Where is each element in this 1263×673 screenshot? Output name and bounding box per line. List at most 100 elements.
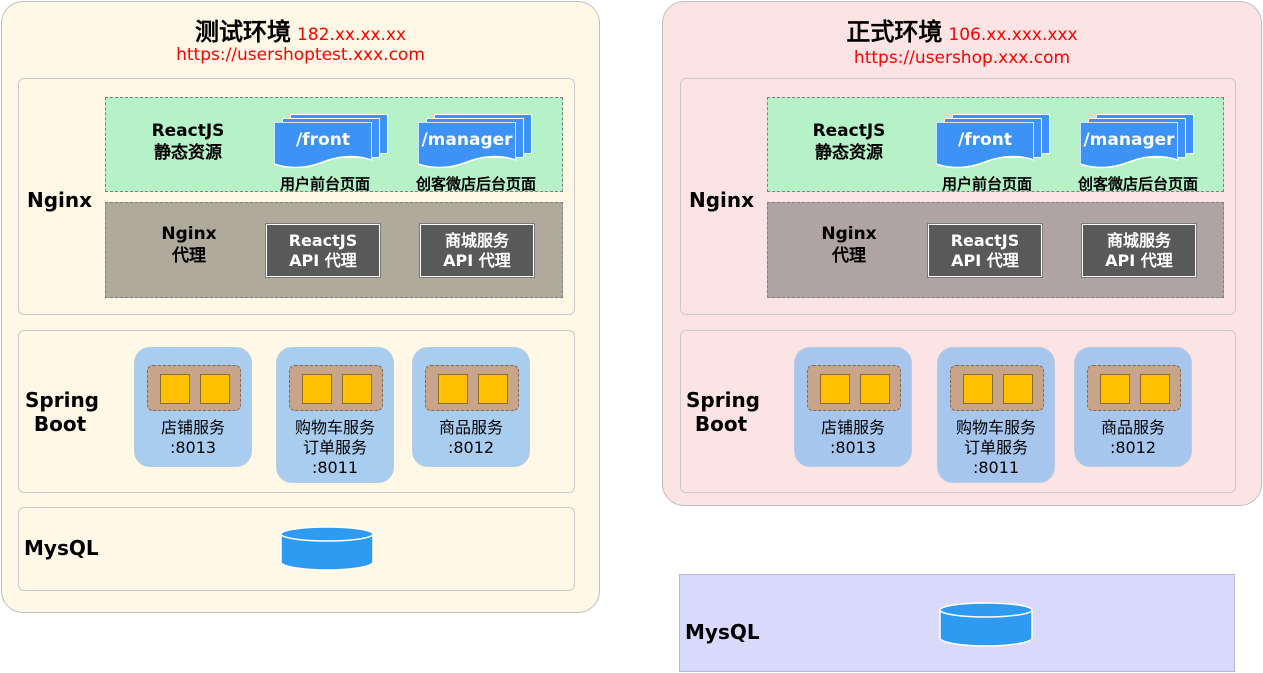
module-chip-icon: [342, 374, 372, 404]
test-service-goods-line2: :8012: [447, 438, 495, 457]
prod-static-label-line2: 静态资源: [815, 143, 883, 163]
prod-env-ip: 106.xx.xxx.xxx: [948, 25, 1078, 45]
test-api-reactjs-line1: ReactJS: [288, 231, 358, 250]
prod-doc-manager: /manager: [1080, 114, 1196, 169]
database-cylinder-icon: [280, 526, 374, 576]
prod-service-cart-modules: [950, 365, 1044, 411]
test-service-cart-line1: 购物车服务: [294, 418, 375, 437]
test-spring-layer: Spring Boot 店铺服务 :8013 购物车服务 订单服务 :801: [18, 330, 575, 493]
prod-service-shop-modules: [807, 365, 901, 411]
prod-doc-front-caption: 用户前台页面: [941, 175, 1032, 193]
prod-spring-label-line1: Spring: [686, 388, 760, 412]
test-nginx-proxy: Nginx 代理 ReactJS API 代理 商城服务 API 代理: [105, 202, 563, 298]
test-static-resources: ReactJS 静态资源 /front 用户前台页面 /manager: [105, 97, 563, 193]
test-spring-label-line2: Boot: [33, 412, 87, 436]
prod-proxy-label: Nginx 代理: [799, 223, 899, 267]
document-stack-icon: [936, 122, 1034, 169]
test-proxy-label: Nginx 代理: [139, 223, 239, 267]
prod-env-name: 正式环境: [846, 18, 943, 46]
test-service-cart-modules: [289, 365, 383, 411]
prod-api-reactjs-line2: API 代理: [951, 251, 1019, 270]
test-mysql-layer: MysQL: [18, 507, 575, 591]
prod-static-label-line1: ReactJS: [812, 121, 886, 141]
document-stack-icon: [1080, 122, 1178, 169]
test-api-reactjs-line2: API 代理: [289, 251, 357, 270]
test-env-ip: 182.xx.xx.xx: [296, 25, 407, 45]
test-service-cart-name: 购物车服务 订单服务 :8011: [277, 418, 393, 478]
prod-nginx-layer: Nginx ReactJS 静态资源 /front 用户前台页面: [680, 78, 1236, 315]
test-api-mall-line2: API 代理: [443, 251, 511, 270]
test-service-goods-modules: [425, 365, 519, 411]
prod-mysql-label: MysQL: [685, 620, 760, 644]
test-env-url: https://usershoptest.xxx.com: [176, 45, 425, 65]
test-env-name: 测试环境: [194, 18, 291, 46]
prod-service-goods-name: 商品服务 :8012: [1075, 418, 1191, 458]
prod-service-cart-line3: :8011: [972, 458, 1020, 477]
prod-api-mall-line2: API 代理: [1105, 251, 1173, 270]
prod-api-mall: 商城服务 API 代理: [1081, 223, 1197, 278]
test-static-label: ReactJS 静态资源: [138, 120, 238, 164]
test-service-cart: 购物车服务 订单服务 :8011: [276, 347, 394, 483]
test-api-reactjs: ReactJS API 代理: [265, 223, 381, 278]
prod-nginx-proxy: Nginx 代理 ReactJS API 代理 商城服务 API 代理: [767, 202, 1224, 298]
prod-service-shop-line2: :8013: [829, 438, 877, 457]
test-doc-front: /front: [274, 114, 390, 169]
prod-service-goods-modules: [1087, 365, 1181, 411]
prod-static-resources: ReactJS 静态资源 /front 用户前台页面 /manager: [767, 97, 1224, 193]
prod-service-goods-line1: 商品服务: [1100, 418, 1165, 437]
prod-service-shop-line1: 店铺服务: [820, 418, 885, 437]
test-spring-label-line1: Spring: [25, 388, 99, 412]
test-mysql-label: MysQL: [24, 536, 99, 560]
prod-proxy-label-line1: Nginx: [821, 224, 877, 244]
prod-proxy-label-line2: 代理: [832, 246, 866, 266]
prod-doc-front-path: /front: [958, 130, 1012, 150]
prod-api-reactjs: ReactJS API 代理: [927, 223, 1043, 278]
prod-service-cart-line2: 订单服务: [963, 438, 1028, 457]
test-service-shop-name: 店铺服务 :8013: [135, 418, 251, 458]
test-static-label-line1: ReactJS: [151, 121, 225, 141]
prod-service-cart: 购物车服务 订单服务 :8011: [937, 347, 1055, 483]
test-doc-front-caption: 用户前台页面: [279, 175, 370, 193]
prod-doc-manager-path: /manager: [1083, 130, 1175, 150]
test-doc-manager-caption: 创客微店后台页面: [415, 175, 536, 193]
test-nginx-label: Nginx: [27, 188, 93, 212]
test-static-label-line2: 静态资源: [154, 143, 222, 163]
module-chip-icon: [820, 374, 850, 404]
module-chip-icon: [160, 374, 190, 404]
module-chip-icon: [1140, 374, 1170, 404]
prod-spring-label: Spring Boot: [686, 388, 760, 436]
test-doc-manager: /manager: [418, 114, 534, 169]
test-service-shop-line2: :8013: [169, 438, 217, 457]
prod-doc-manager-caption: 创客微店后台页面: [1077, 175, 1198, 193]
module-chip-icon: [1100, 374, 1130, 404]
test-doc-manager-path: /manager: [421, 130, 513, 150]
database-cylinder-icon: [939, 602, 1033, 652]
prod-service-cart-line1: 购物车服务: [955, 418, 1036, 437]
module-chip-icon: [438, 374, 468, 404]
test-api-mall-line1: 商城服务: [444, 231, 509, 250]
module-chip-icon: [1003, 374, 1033, 404]
module-chip-icon: [860, 374, 890, 404]
test-proxy-label-line2: 代理: [172, 246, 206, 266]
test-spring-label: Spring Boot: [25, 388, 99, 436]
document-stack-icon: [274, 122, 372, 169]
test-service-shop-line1: 店铺服务: [160, 418, 225, 437]
prod-api-reactjs-line1: ReactJS: [950, 231, 1020, 250]
module-chip-icon: [963, 374, 993, 404]
prod-service-goods: 商品服务 :8012: [1074, 347, 1192, 467]
test-service-cart-line3: :8011: [311, 458, 359, 477]
prod-env-url: https://usershop.xxx.com: [853, 48, 1071, 68]
prod-service-shop: 店铺服务 :8013: [794, 347, 912, 467]
test-proxy-label-line1: Nginx: [161, 224, 217, 244]
test-service-cart-line2: 订单服务: [302, 438, 367, 457]
module-chip-icon: [200, 374, 230, 404]
document-stack-icon: [418, 122, 516, 169]
prod-service-goods-line2: :8012: [1109, 438, 1157, 457]
test-service-shop: 店铺服务 :8013: [134, 347, 252, 467]
test-api-mall: 商城服务 API 代理: [419, 223, 535, 278]
test-service-shop-modules: [147, 365, 241, 411]
